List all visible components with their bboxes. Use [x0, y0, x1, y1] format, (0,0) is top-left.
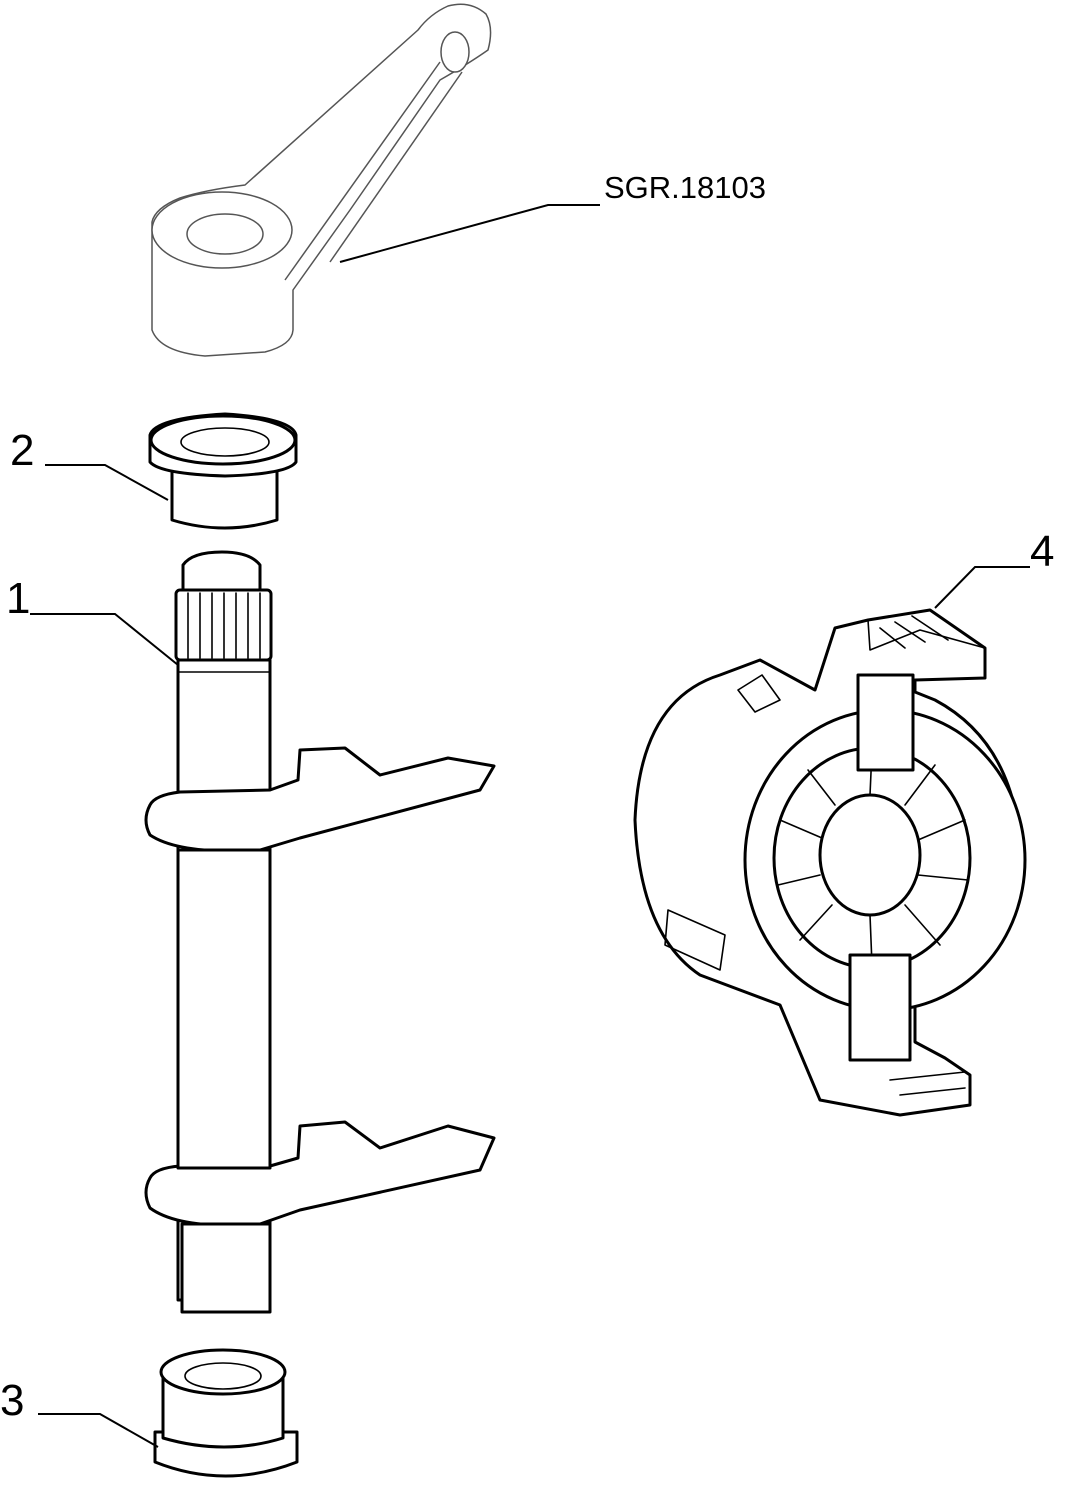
upper-bushing	[148, 412, 298, 530]
reference-code: SGR.18103	[604, 170, 766, 205]
leader-3	[38, 1413, 159, 1448]
leader-ref	[339, 204, 600, 263]
callout-1: 1	[6, 574, 30, 623]
leader-1	[30, 613, 179, 666]
callout-2: 2	[10, 426, 34, 475]
lower-bushing	[153, 1348, 299, 1478]
selector-shaft	[144, 550, 496, 1314]
leader-2	[45, 464, 169, 501]
selector-lever	[151, 3, 492, 357]
callout-3: 3	[0, 1376, 24, 1425]
leader-lines	[30, 204, 1030, 1448]
leader-4	[934, 566, 1030, 609]
cylindrical-housing	[633, 608, 1027, 1117]
callout-4: 4	[1030, 527, 1054, 576]
